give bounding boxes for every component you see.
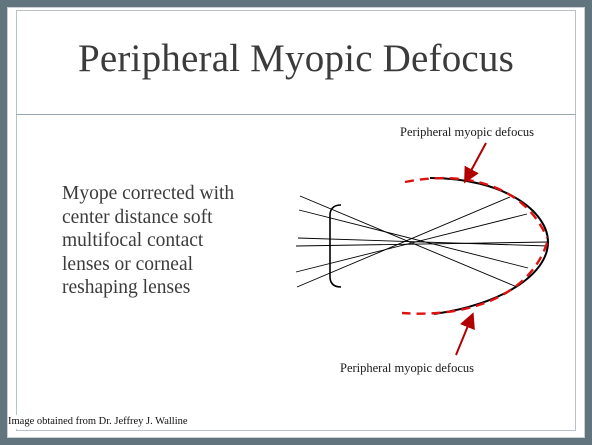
body-line: lenses or corneal [62, 253, 194, 275]
title-band [16, 10, 576, 114]
title-divider [16, 114, 576, 115]
slide-title: Peripheral Myopic Defocus [77, 37, 515, 80]
image-credit: Image obtained from Dr. Jeffrey J. Walli… [8, 415, 192, 429]
body-line: multifocal contact [62, 230, 204, 251]
body-line: Myope corrected with [62, 183, 235, 204]
content-border [16, 115, 576, 431]
defocus-label-bottom: Peripheral myopic defocus [340, 361, 474, 375]
body-text: Myope corrected with center distance sof… [62, 182, 302, 300]
body-line: reshaping lenses [62, 277, 191, 298]
defocus-label-top: Peripheral myopic defocus [400, 125, 534, 139]
body-line: center distance soft [62, 206, 213, 228]
